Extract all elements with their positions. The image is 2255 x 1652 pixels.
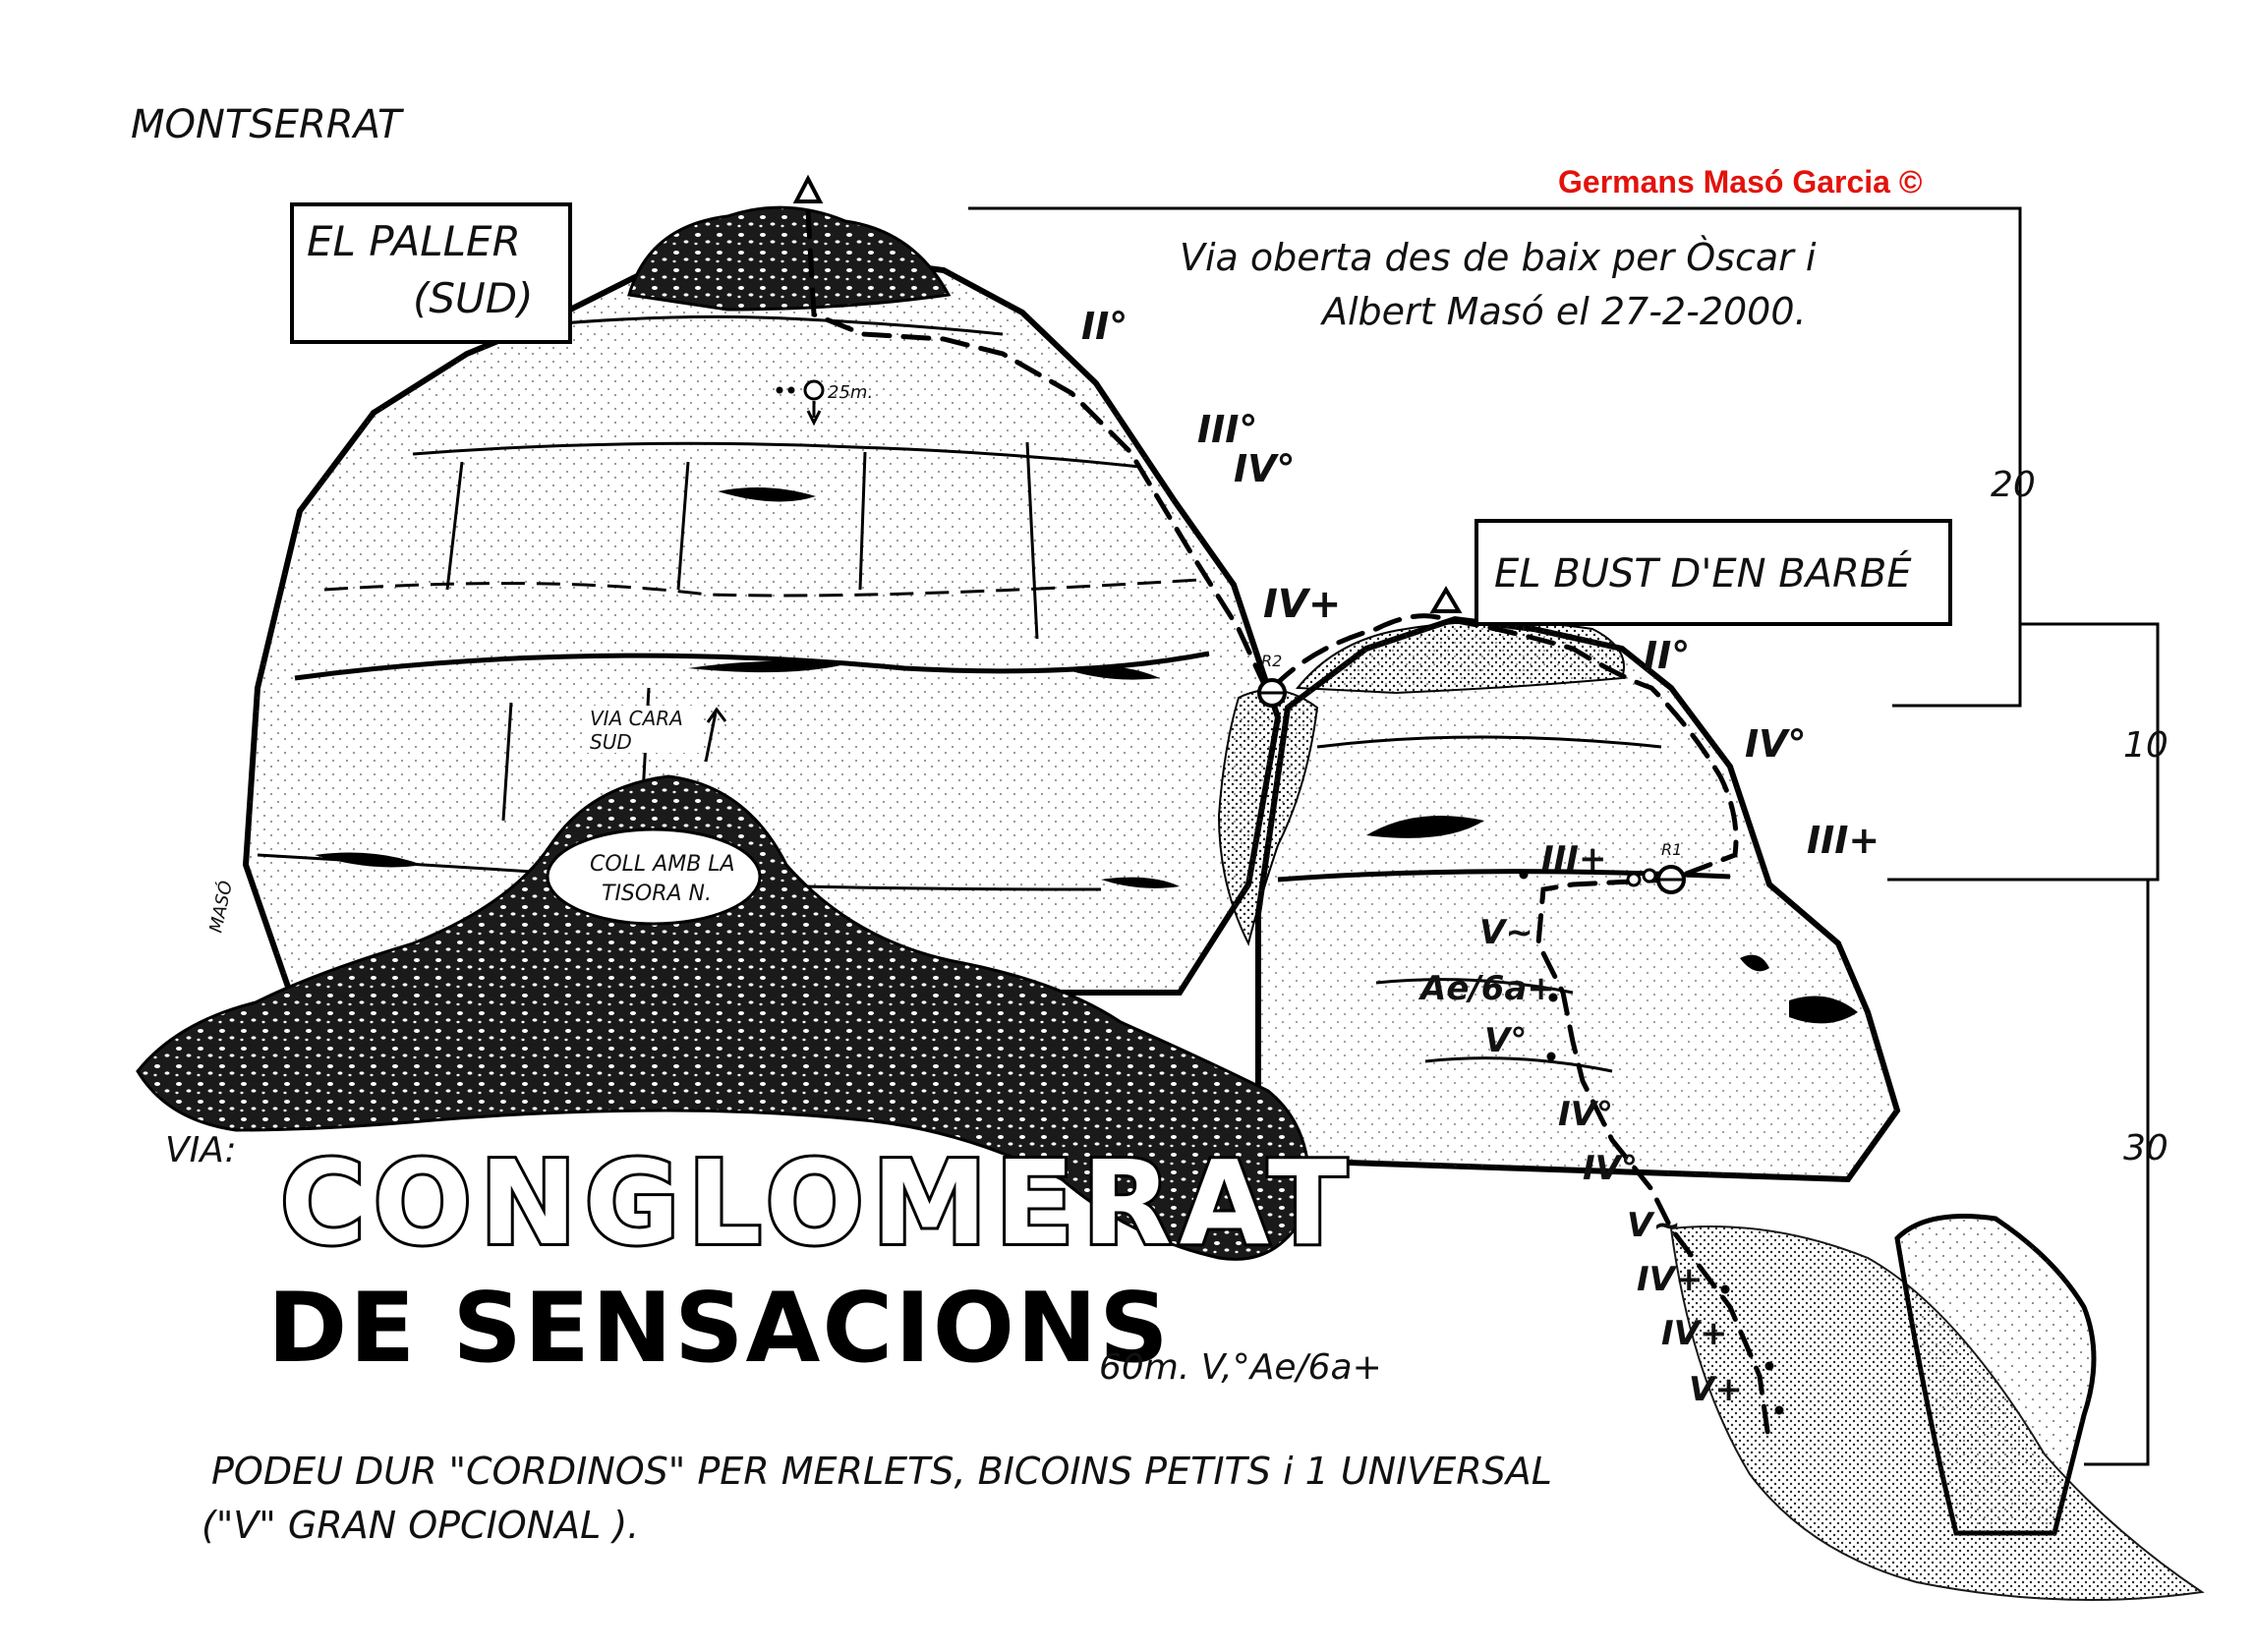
label-box-el-paller (290, 202, 572, 344)
rappel-length: 25m. (828, 382, 873, 403)
grade-10: Ae/6a+ (1417, 969, 1555, 1008)
via-cara-sud-arrow (704, 707, 727, 763)
grade-8: III+ (1541, 839, 1606, 879)
coll-line1: COLL AMB LA (590, 852, 735, 877)
grade-17: V+ (1689, 1370, 1743, 1409)
label-box-el-bust (1474, 519, 1952, 626)
label-bg-via-cara (585, 706, 701, 753)
rock-el-bust-den-barbe (1255, 615, 1901, 1183)
vegetation-mid (1217, 689, 1319, 946)
grade-16: IV+ (1661, 1314, 1727, 1353)
scale-30: 30 (2123, 1128, 2168, 1168)
via-prefix: VIA: (165, 1130, 237, 1170)
opened-by-line1: Via oberta des de baix per Òscar i (1180, 236, 1817, 279)
rappel-anchor (803, 379, 825, 401)
grade-5: II° (1644, 634, 1690, 677)
grade-12: IV° (1558, 1095, 1613, 1134)
grade-7: III+ (1807, 819, 1879, 862)
grade-9: V~ (1479, 913, 1533, 952)
artist-signature: MASÓ (204, 879, 237, 935)
vegetation-lower-left (136, 774, 1311, 1261)
copyright-credit: Germans Masó Garcia © (1558, 164, 1923, 199)
summit-vegetation-left (627, 205, 952, 312)
route-name-line1: CONGLOMERAT (280, 1135, 1355, 1271)
summit-triangle-el-bust (1429, 586, 1463, 613)
grade-2: III° (1197, 408, 1257, 451)
opened-by-line2: Albert Masó el 27-2-2000. (1319, 290, 1807, 333)
route-summary: 60m. V,°Ae/6a+ (1099, 1347, 1382, 1388)
belay-r2-label: R2 (1261, 652, 1282, 670)
route-name-line2: DE SENSACIONS (267, 1273, 1171, 1385)
rock-el-paller (242, 247, 1282, 996)
grade-3: IV° (1234, 447, 1296, 490)
grade-14: V~ (1627, 1206, 1681, 1245)
height-scale (968, 206, 2160, 1466)
coll-line2: TISORA N. (602, 882, 712, 906)
route-line (805, 208, 1772, 1448)
grade-15: IV+ (1637, 1260, 1703, 1299)
area-title: MONTSERRAT (131, 102, 405, 147)
grade-6: IV° (1745, 722, 1807, 766)
vegetation-lower-right (1669, 1225, 2205, 1601)
belay-r1-label: R1 (1661, 840, 1682, 859)
peak-el-paller-line2: (SUD) (413, 274, 534, 322)
peak-el-bust: EL BUST D'EN BARBÉ (1494, 549, 1912, 597)
vegetation-summit-right (1295, 620, 1625, 695)
grade-4: IV+ (1263, 582, 1341, 627)
grade-11: V° (1484, 1021, 1527, 1060)
gear-line2: ("V" GRAN OPCIONAL ). (202, 1504, 639, 1547)
label-oval-coll (546, 827, 762, 926)
summit-triangle-el-paller (792, 174, 824, 203)
grade-13: IV° (1583, 1149, 1638, 1188)
rappel-arrow (806, 401, 822, 427)
scale-10: 10 (2123, 725, 2168, 766)
grade-1: II° (1081, 305, 1128, 348)
via-cara-line2: SUD (590, 730, 632, 754)
scale-20: 20 (1991, 465, 2036, 505)
peak-el-paller-line1: EL PALLER (307, 217, 521, 265)
via-cara-line1: VIA CARA (590, 707, 683, 730)
gear-line1: PODEU DUR "CORDINOS" PER MERLETS, BICOIN… (211, 1450, 1552, 1493)
